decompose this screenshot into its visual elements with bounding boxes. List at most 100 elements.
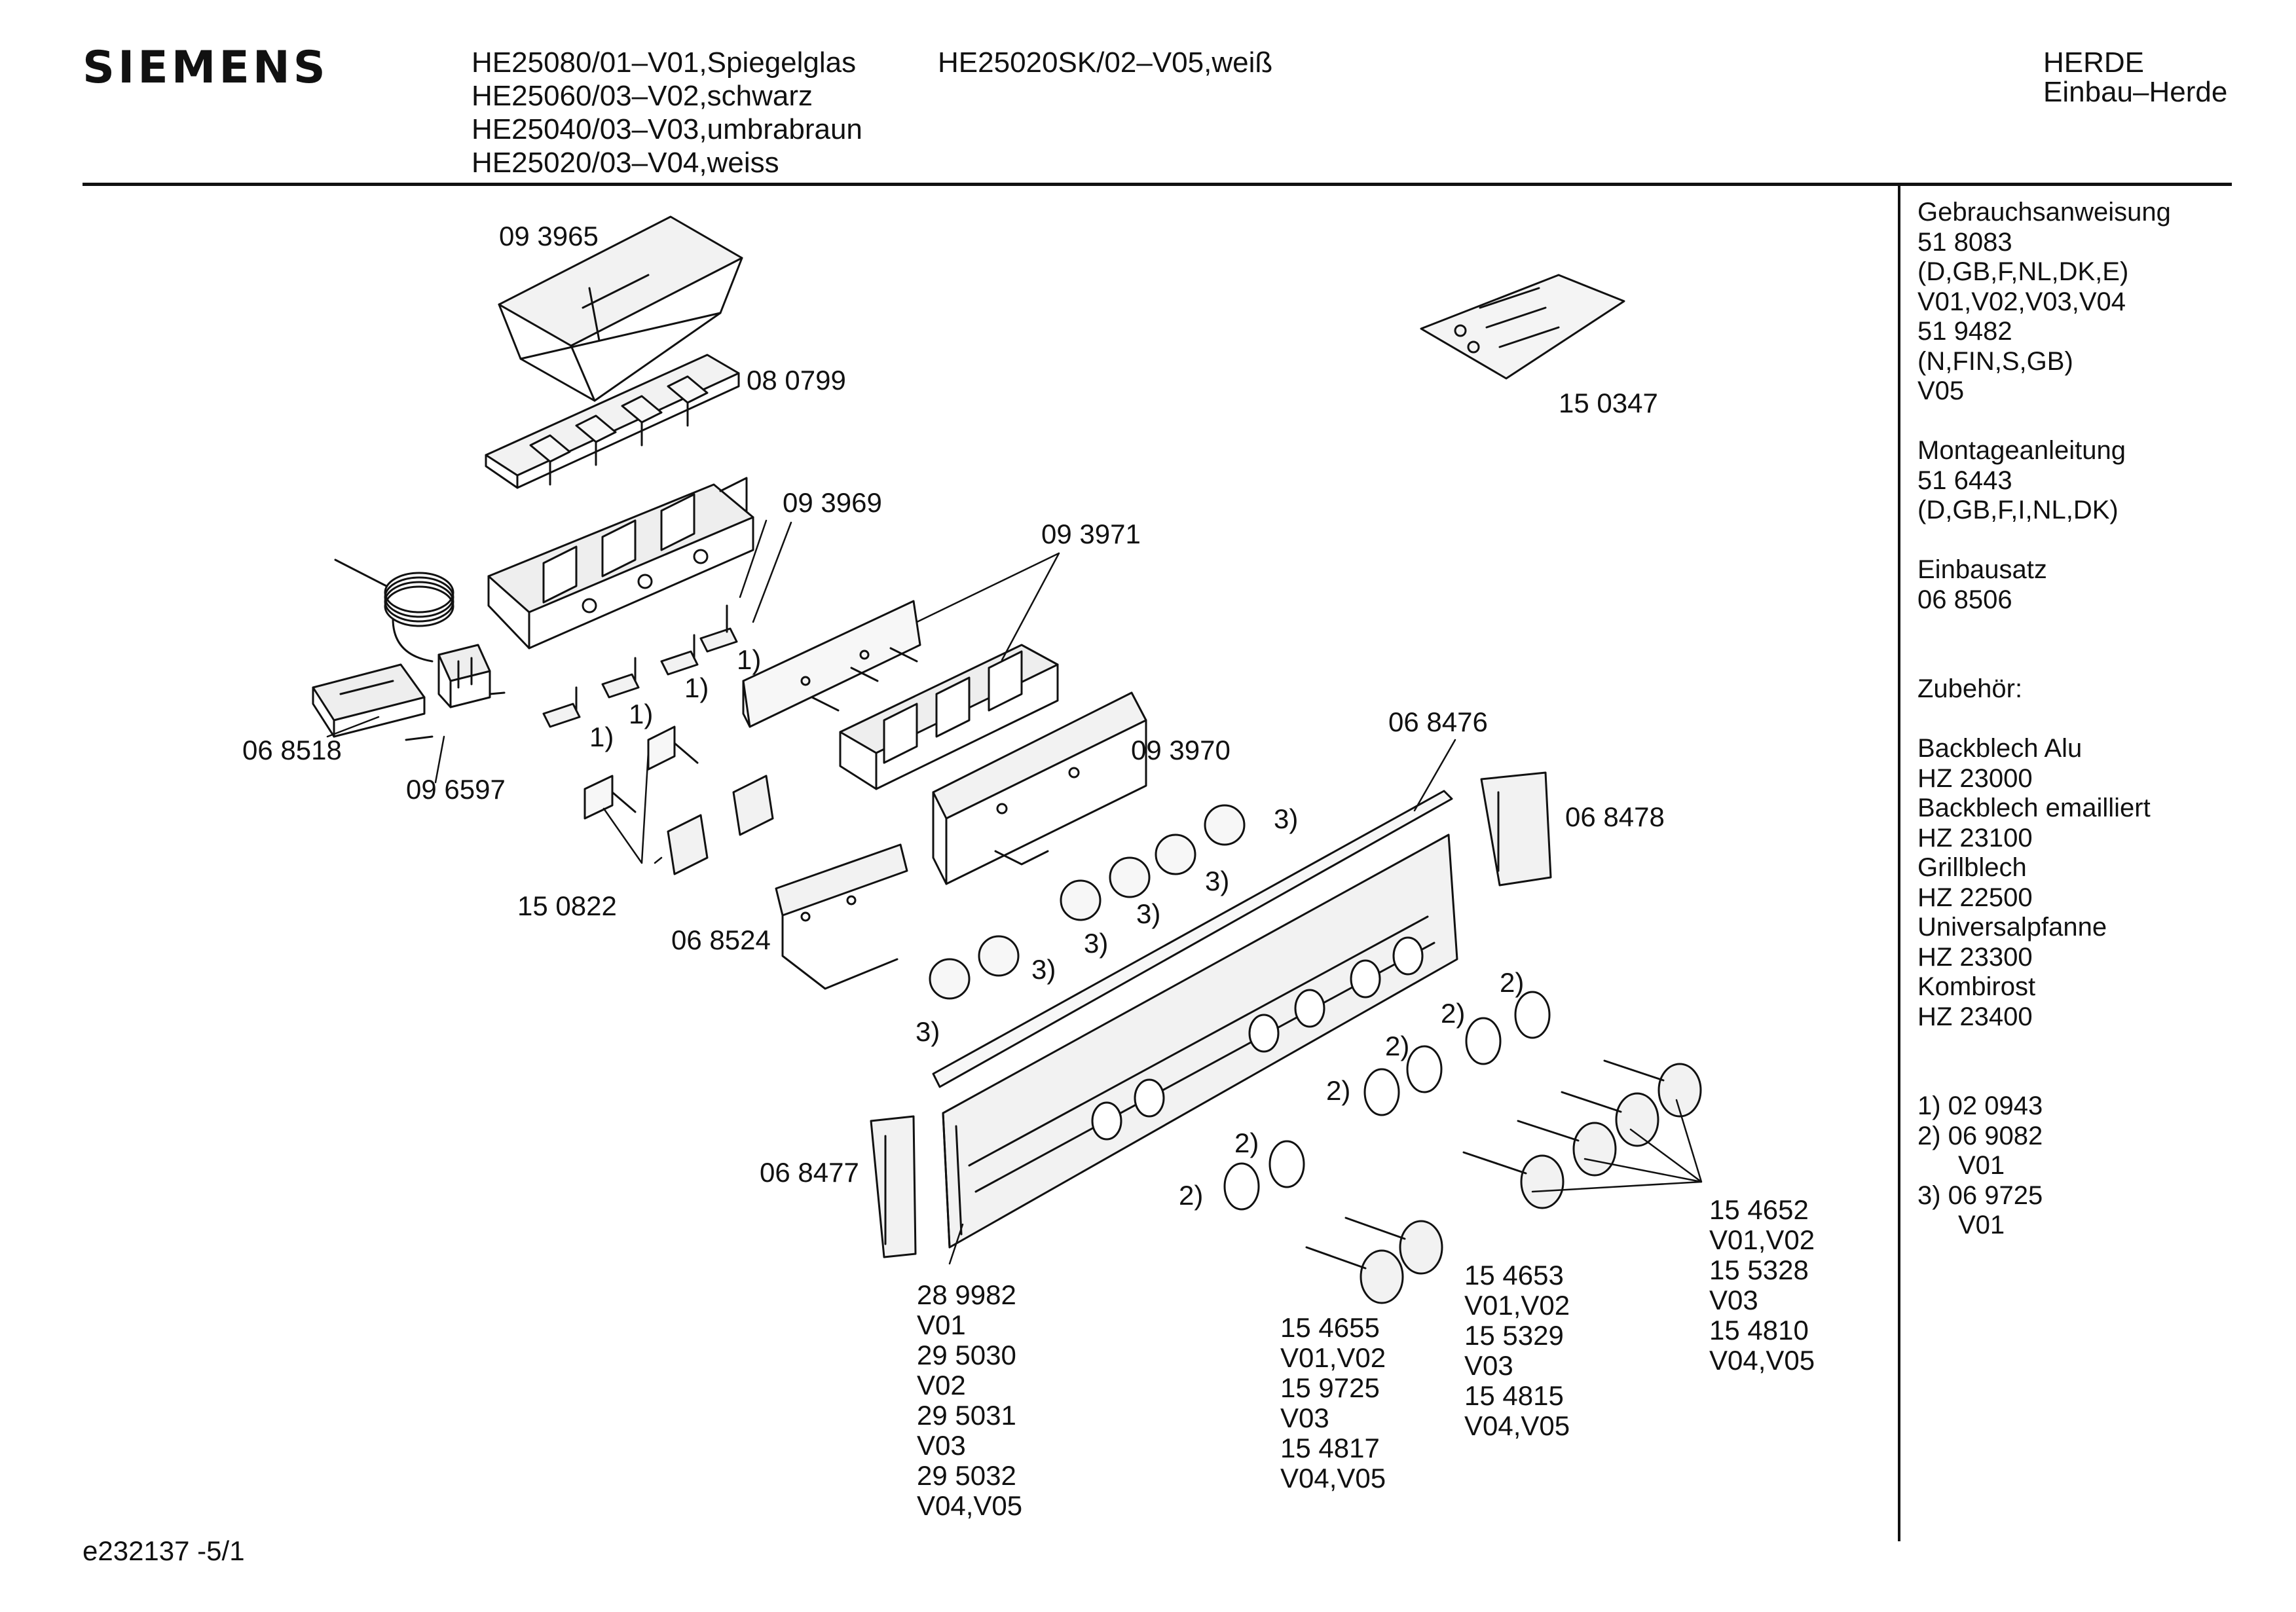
callout-line: 15 4810 bbox=[1709, 1315, 1809, 1346]
small-switches bbox=[542, 604, 738, 728]
sidebar-line: V01 bbox=[1958, 1211, 2005, 1239]
callout-line: 15 5328 bbox=[1709, 1255, 1809, 1285]
ref-2: 2) bbox=[1326, 1075, 1350, 1106]
callout-line: 15 4652 bbox=[1709, 1194, 1809, 1225]
sidebar-rule bbox=[1898, 186, 1900, 1541]
callout-line: 29 5030 bbox=[917, 1340, 1016, 1370]
ref-3: 3) bbox=[1136, 898, 1160, 929]
bezel-rings bbox=[1223, 991, 1551, 1211]
knob-cams bbox=[929, 804, 1246, 1000]
ref-1: 1) bbox=[737, 644, 761, 675]
brand-logo: SIEMENS bbox=[83, 42, 329, 94]
ref-2: 2) bbox=[1179, 1180, 1203, 1211]
callout-line: V01,V02 bbox=[1280, 1342, 1386, 1373]
drawing-number: e232137 -5/1 bbox=[83, 1535, 245, 1566]
lamp-sockets bbox=[583, 725, 774, 875]
ref-1: 1) bbox=[684, 672, 709, 703]
switch-frame bbox=[485, 354, 740, 489]
label-068478: 06 8478 bbox=[1565, 801, 1665, 832]
callout-line: 29 5031 bbox=[917, 1400, 1016, 1431]
ref-2: 2) bbox=[1385, 1031, 1409, 1061]
callout-line: V02 bbox=[917, 1370, 966, 1401]
switch-housing bbox=[839, 644, 1059, 790]
model-line: HE25060/03–V02,schwarz bbox=[472, 80, 813, 112]
sidebar-line: HZ 22500 bbox=[1917, 883, 2033, 912]
callout-line: 15 4817 bbox=[1280, 1433, 1380, 1463]
ref-1: 1) bbox=[629, 699, 653, 729]
callout-line: V03 bbox=[1464, 1350, 1513, 1381]
ref-3: 3) bbox=[1205, 866, 1229, 896]
callout-line: 15 5329 bbox=[1464, 1320, 1564, 1351]
callout-line: 15 4653 bbox=[1464, 1260, 1564, 1291]
sidebar-line: HZ 23100 bbox=[1917, 823, 2033, 852]
sidebar-line: Grillblech bbox=[1917, 853, 2027, 882]
sidebar-line: Kombirost bbox=[1917, 972, 2036, 1001]
sidebar-line: 2) 06 9082 bbox=[1917, 1121, 2043, 1150]
sidebar-line: (N,FIN,S,GB) bbox=[1917, 346, 2073, 376]
callout-line: V01,V02 bbox=[1464, 1290, 1570, 1321]
drawer-tray bbox=[498, 215, 743, 402]
sidebar-line: V01,V02,V03,V04 bbox=[1917, 287, 2126, 316]
label-150347: 15 0347 bbox=[1559, 388, 1658, 418]
control-panel-fascia bbox=[942, 833, 1458, 1249]
label-093965: 09 3965 bbox=[499, 221, 599, 251]
control-knobs bbox=[1305, 1059, 1702, 1304]
callout-line: V04,V05 bbox=[917, 1490, 1023, 1521]
thermostat-switch bbox=[312, 663, 434, 741]
label-068524: 06 8524 bbox=[671, 925, 771, 955]
label-093971: 09 3971 bbox=[1041, 519, 1141, 549]
label-080799: 08 0799 bbox=[747, 365, 846, 395]
label-096597: 09 6597 bbox=[406, 774, 506, 805]
ref-1: 1) bbox=[589, 722, 614, 752]
callout-line: V01,V02 bbox=[1709, 1224, 1815, 1255]
model-line: HE25020SK/02–V05,weiß bbox=[938, 46, 1273, 79]
sidebar-line: (D,GB,F,I,NL,DK) bbox=[1917, 496, 2119, 524]
sidebar-line: Universalpfanne bbox=[1917, 913, 2107, 942]
switch-block bbox=[487, 477, 754, 650]
end-cap-right bbox=[1480, 771, 1552, 887]
sidebar-line: 06 8506 bbox=[1917, 585, 2012, 614]
side-bracket bbox=[775, 843, 908, 990]
callout-line: V01 bbox=[917, 1310, 966, 1340]
ref-2: 2) bbox=[1441, 998, 1465, 1029]
callout-line: 29 5032 bbox=[917, 1460, 1016, 1491]
sidebar-line: Zubehör: bbox=[1917, 674, 2023, 703]
mounting-bracket bbox=[932, 691, 1147, 885]
sidebar-line: HZ 23400 bbox=[1917, 1002, 2033, 1031]
sidebar-line: HZ 23300 bbox=[1917, 942, 2033, 972]
callout-line: V04,V05 bbox=[1709, 1345, 1815, 1376]
callout-line: V04,V05 bbox=[1280, 1463, 1386, 1493]
ref-2: 2) bbox=[1500, 967, 1524, 998]
leader-lines bbox=[326, 519, 1703, 1265]
model-line: HE25020/03–V04,weiss bbox=[472, 147, 779, 179]
label-068477: 06 8477 bbox=[760, 1157, 859, 1188]
callout-line: 15 4815 bbox=[1464, 1380, 1564, 1411]
sidebar-line: Montageanleitung bbox=[1917, 436, 2126, 465]
sidebar-line: 51 8083 bbox=[1917, 227, 2012, 257]
sidebar-line: Gebrauchsanweisung bbox=[1917, 198, 2171, 227]
header-rule bbox=[83, 183, 2232, 186]
callout-line: V03 bbox=[1280, 1402, 1329, 1433]
lamp-plate bbox=[742, 600, 921, 728]
sidebar-line: Backblech emailliert bbox=[1917, 794, 2151, 822]
sidebar-line: 51 6443 bbox=[1917, 466, 2012, 495]
diagram-labels: 09 3965 08 0799 09 3969 09 3971 15 0347 … bbox=[242, 221, 1665, 1211]
ref-2: 2) bbox=[1234, 1127, 1259, 1158]
sidebar-line: (D,GB,F,NL,DK,E) bbox=[1917, 257, 2129, 286]
sidebar-line: Backblech Alu bbox=[1917, 734, 2083, 763]
label-093969: 09 3969 bbox=[783, 487, 882, 518]
sidebar-line: 1) 02 0943 bbox=[1917, 1091, 2043, 1120]
category-title: HERDE bbox=[2043, 46, 2145, 79]
thermostat-capillary bbox=[334, 559, 454, 663]
callout-line: V04,V05 bbox=[1464, 1410, 1570, 1441]
ref-3: 3) bbox=[1274, 803, 1298, 834]
label-150822: 15 0822 bbox=[517, 890, 617, 921]
callout-line: V03 bbox=[1709, 1285, 1758, 1315]
label-068476: 06 8476 bbox=[1388, 706, 1488, 737]
sidebar-line: V01 bbox=[1958, 1151, 2005, 1180]
panel-trim-strip bbox=[932, 790, 1453, 1088]
callout-line: V03 bbox=[917, 1430, 966, 1461]
model-line: HE25080/01–V01,Spiegelglas bbox=[472, 46, 857, 79]
